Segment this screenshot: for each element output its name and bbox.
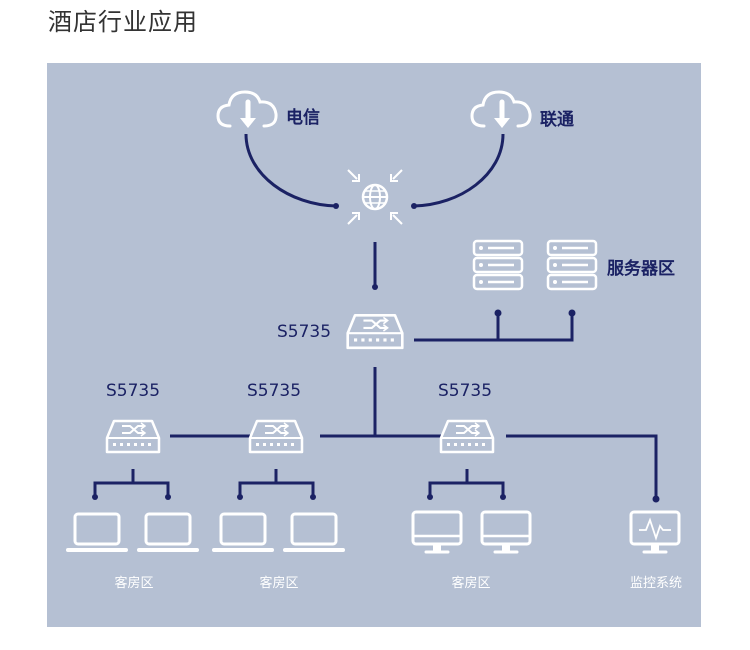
core-switch-icon [346,313,404,350]
server-area-label: 服务器区 [607,258,675,279]
isp-telecom-label: 电信 [286,107,320,128]
page-title: 酒店行业应用 [48,8,198,36]
laptop-icon [66,512,128,552]
room-zone-label: 客房区 [259,575,298,591]
access-switch-label: S5735 [106,381,160,401]
server-icon [546,239,598,291]
core-switch-label: S5735 [277,322,331,342]
laptop-icon [137,512,199,552]
access-switch-icon [248,419,304,454]
globe-icon [347,169,403,225]
connection-lines [93,133,658,499]
desktop-icon [411,510,463,554]
access-switch-icon [105,419,161,454]
monitor-system-label: 监控系统 [630,576,682,591]
cloud-download-icon [218,92,276,128]
laptop-icon [212,512,274,552]
access-switch-label: S5735 [438,381,492,401]
isp-unicom-label: 联通 [540,110,574,130]
access-switch-label: S5735 [247,381,301,401]
connection-dots [92,203,660,503]
monitoring-screen-icon [629,510,681,554]
room-zone-label: 客房区 [114,575,153,591]
room-zone-label: 客房区 [451,575,490,591]
cloud-download-icon [472,92,530,128]
diagram-panel [47,63,701,627]
laptop-icon [283,512,345,552]
desktop-icon [480,510,532,554]
server-icon [472,239,524,291]
access-switch-icon [439,419,495,454]
